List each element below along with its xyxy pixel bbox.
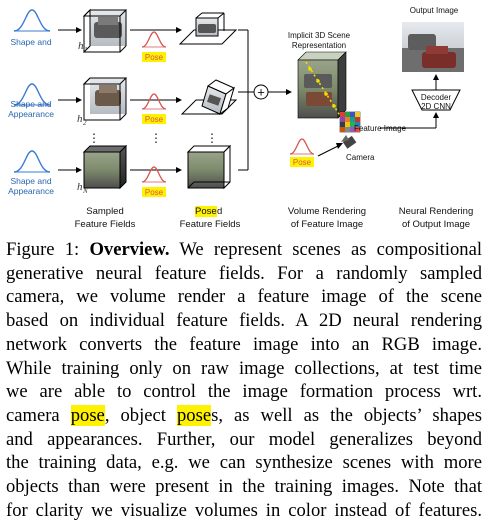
decoder-cnn-label: 2D CNN [421,102,451,111]
col-volume-1: Volume Rendering [288,206,366,217]
shape-label: Shape and [10,37,51,47]
feature-image-grid [339,111,361,133]
col-volume-2: of Feature Image [291,219,363,230]
pose-gaussian-icon [141,31,167,48]
gaussian-icon [13,83,51,106]
camera-pose-gaussian-icon [289,138,315,155]
latent-hn: h [77,181,83,193]
caption-line: Figure 1: Overview. We represent scenes … [6,239,482,260]
latent-h1-sub: 1 [84,46,88,54]
overview-figure: Shape and h 1 Pose [8,6,473,230]
plus-symbol: + [257,85,265,100]
col-posed-2: Feature Fields [180,219,241,230]
caption-line: generative neural feature fields. For a … [6,262,482,284]
camera-pose-label: Pose [293,158,312,167]
caption-line: While training only on raw image collect… [6,357,482,379]
col-sampled-2: Feature Fields [75,219,136,230]
caption-line: based on individual feature fields. A 2D… [6,310,482,332]
dots-sampled: ⋮ [88,131,100,145]
pose-label: Pose [145,115,164,124]
caption-line: camera, we volume render a feature image… [6,286,482,308]
camera-icon [341,135,357,149]
feature-field-cube-2 [82,77,128,121]
caption-heading: Overview. [89,239,170,260]
implicit-label-2: Representation [292,41,346,50]
row-2: Shape and Appearance h 2 Pose [8,77,238,127]
appearance-label: Appearance [8,186,54,196]
pose-gaussian-icon [141,93,167,110]
caption-line: we are able to control the image formati… [6,381,482,403]
latent-hn-sub: N [82,187,88,195]
col-neural-1: Neural Rendering [399,206,473,217]
output-image [402,22,464,72]
gaussian-icon [13,150,51,173]
camera-pose-highlight [290,157,314,167]
gaussian-icon [13,9,51,32]
figure-label: Figure 1: [6,239,90,260]
appearance-label: Appearance [8,109,54,119]
caption-line: the training data, e.g. we can synthesiz… [6,452,482,474]
dots-posed: ⋮ [206,131,218,145]
caption-line: network converts the feature image into … [6,333,482,355]
decoder-trapezoid [411,89,461,111]
shape-label: Shape and [10,176,51,186]
pose-highlight [142,187,166,197]
pose-label: Pose [145,53,164,62]
shape-label: Shape and [10,99,51,109]
posed-field-n [186,144,232,190]
latent-h1: h [78,40,84,52]
col-neural-2: of Output Image [402,219,470,230]
pose-label: Pose [145,188,164,197]
caption-line: objects than were present in the trainin… [6,476,482,498]
latent-h2-sub: 2 [83,119,87,127]
caption-line: and appearances. Further, our model gene… [6,428,482,450]
dots-pose: ⋮ [150,131,162,145]
output-image-label: Output Image [410,6,459,15]
latent-h2: h [77,113,83,125]
pose-gaussian-icon [141,166,167,183]
implicit-label-1: Implicit 3D Scene [288,31,351,40]
col-posed-highlight [195,206,217,217]
highlight-poses: pose [176,404,212,426]
figure-caption: Figure 1: Overview. We represent scenes … [6,238,482,522]
decoder-label: Decoder [421,93,452,102]
caption-line: camera pose, object poses, as well as th… [6,404,482,426]
pose-highlight [142,114,166,124]
pose-highlight [142,52,166,62]
row-1: Shape and h 1 Pose [10,8,238,62]
posed-field-2 [180,79,238,116]
feature-field-cube-n [82,144,128,190]
col-posed-rest: d [217,206,222,217]
col-posed-hl: Pose [195,206,217,217]
col-sampled-1: Sampled [86,206,124,217]
caption-line: for clarity we visualize volumes in colo… [6,499,482,521]
highlight-pose: pose [70,404,105,426]
camera-label: Camera [346,153,375,162]
row-n: Shape and Appearance h N Pose [8,144,232,197]
feature-field-cube-1 [82,8,128,54]
posed-field-1 [178,12,238,45]
